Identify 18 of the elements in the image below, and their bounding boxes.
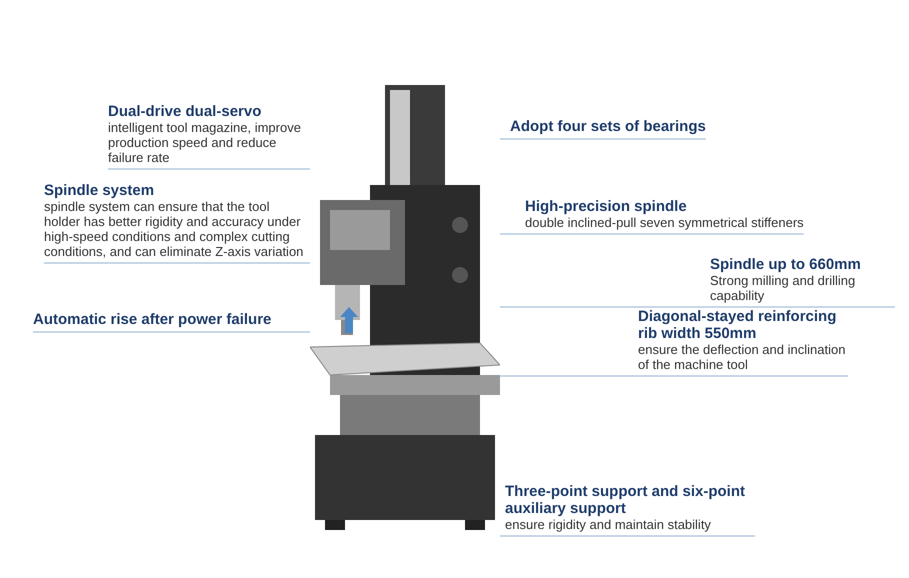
- leader-line: [44, 262, 310, 264]
- callout-text: spindle system can ensure that the tool holder has better rigidity and accuracy under high-speed conditions and complex cutting conditions, and can eliminate Z-axis variation: [44, 199, 304, 259]
- callout-text: ensure rigidity and maintain stability: [505, 517, 712, 532]
- callout-heading: Diagonal-stayed reinforcing rib width 550mm: [638, 308, 838, 342]
- callout-text: Strong milling and drilling capability: [710, 273, 856, 303]
- callout-heading: Automatic rise after power failure: [33, 311, 272, 328]
- callout-heading: Spindle system: [44, 182, 156, 199]
- callout-heading: Spindle up to 660mm: [710, 256, 862, 273]
- callout-text: ensure the deflection and inclination of the machine tool: [638, 342, 846, 372]
- callout-heading: Dual-drive dual-servo: [108, 103, 262, 120]
- callout-text: double inclined-pull seven symmetrical stiffeners: [525, 215, 804, 230]
- callout-heading: Adopt four sets of bearings: [510, 118, 706, 135]
- leader-line: [500, 138, 706, 140]
- callout-heading: High-precision spindle: [525, 198, 688, 215]
- callout-heading: Three-point support and six-point auxiliary support: [505, 483, 746, 517]
- callout-text: intelligent tool magazine, improve production speed and reduce failure rate: [108, 120, 302, 165]
- leader-line: [108, 168, 310, 170]
- leader-line: [500, 306, 896, 308]
